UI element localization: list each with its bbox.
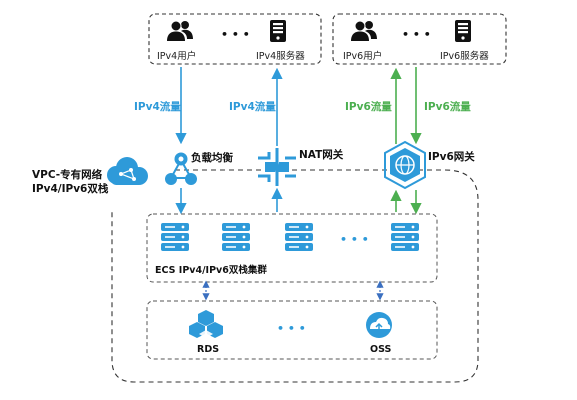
ipv4-flow-label-right: IPv4流量 (229, 100, 276, 113)
cloud-icon (107, 157, 148, 185)
vpc-title: VPC-专有网络 (32, 168, 103, 181)
ipv4-flow-label-left: IPv4流量 (134, 100, 181, 113)
storage-ellipsis: • • • (277, 322, 306, 335)
ipv4-endpoints-box (148, 13, 322, 65)
nat-gateway-icon (258, 148, 296, 186)
ecs-server-icon (391, 223, 419, 251)
oss-icon (366, 312, 392, 338)
rds-label: RDS (197, 344, 219, 355)
ipv4-endpoints-group: IPv4用户 • • • IPv4服务器 (148, 13, 322, 65)
server-icon (455, 20, 471, 42)
oss-label: OSS (370, 344, 391, 355)
ipv6-flow-label-left: IPv6流量 (345, 100, 392, 113)
load-balancer-icon (165, 152, 197, 185)
vpc-subtitle: IPv4/IPv6双栈 (32, 182, 109, 195)
ipv6-flow-label-right: IPv6流量 (424, 100, 471, 113)
ecs-server-icon (285, 223, 313, 251)
ecs-ellipsis: • • • (340, 233, 369, 246)
ipv6-ellipsis: • • • (402, 28, 431, 41)
ecs-cluster-label: ECS IPv4/IPv6双栈集群 (155, 264, 267, 276)
ipv6-endpoints-group: IPv6用户 • • • IPv6服务器 (332, 13, 507, 65)
ecs-server-icon (161, 223, 189, 251)
storage-box (146, 300, 438, 360)
ipv4-user-label: IPv4用户 (157, 50, 196, 62)
slb-label: 负载均衡 (191, 151, 233, 164)
ipv4-ellipsis: • • • (221, 28, 250, 41)
nat-label: NAT网关 (299, 148, 344, 161)
users-icon (350, 20, 378, 42)
ipv4-server-label: IPv4服务器 (256, 50, 305, 62)
server-icon (270, 20, 286, 42)
ecs-server-icon (222, 223, 250, 251)
rds-icon (189, 310, 223, 338)
ipv6-user-label: IPv6用户 (343, 50, 382, 62)
users-icon (166, 20, 194, 42)
ipv6-server-label: IPv6服务器 (440, 50, 489, 62)
ipv6-gateway-icon (384, 140, 426, 190)
ipv6-gateway-label: IPv6网关 (428, 150, 475, 163)
vpc-boundary (111, 169, 479, 383)
ipv6-endpoints-box (332, 13, 507, 65)
ecs-cluster-box (146, 213, 438, 283)
